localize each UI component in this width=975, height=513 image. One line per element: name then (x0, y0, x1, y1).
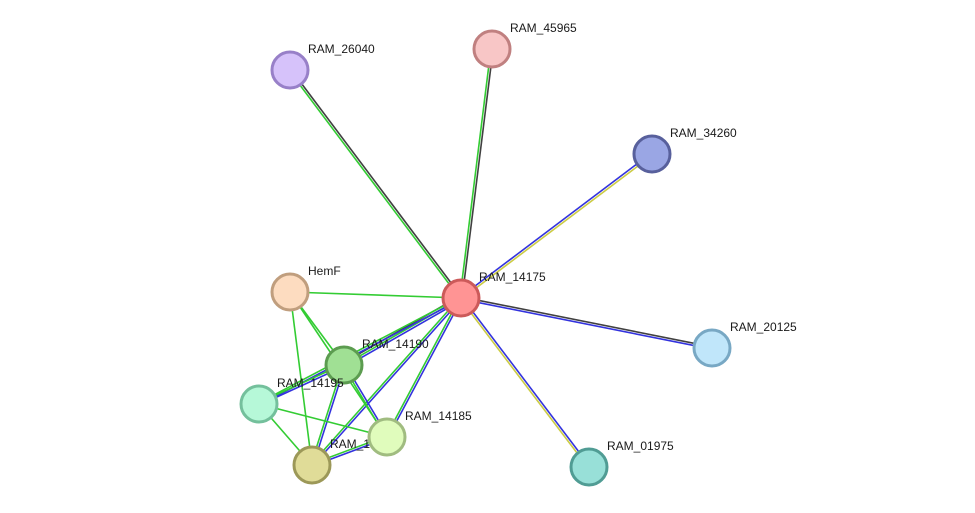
node-RAM_1[interactable]: RAM_1 (292, 437, 370, 485)
node-circle[interactable] (441, 278, 481, 318)
edge-line (312, 298, 463, 467)
node-RAM_20125[interactable]: RAM_20125 (692, 320, 797, 368)
node-label: RAM_14190 (362, 337, 429, 351)
edge-RAM_14175-RAM_1[interactable] (310, 296, 463, 467)
edge-RAM_14175-RAM_45965[interactable] (459, 48, 494, 299)
edge-line (385, 297, 461, 437)
edge-line (290, 68, 463, 298)
node-RAM_14185[interactable]: RAM_14185 (367, 409, 472, 457)
node-circle[interactable] (239, 384, 279, 424)
node-label: RAM_34260 (670, 126, 737, 140)
edge-line (289, 291, 462, 299)
edge-line (258, 403, 388, 438)
edge-RAM_14175-RAM_14185[interactable] (385, 297, 463, 438)
edge-line (258, 296, 461, 404)
node-circle[interactable] (692, 328, 732, 368)
edge-layer (258, 48, 713, 469)
node-RAM_34260[interactable]: RAM_34260 (632, 126, 737, 174)
node-circle[interactable] (292, 445, 332, 485)
node-label: RAM_14175 (479, 270, 546, 284)
node-label: RAM_26040 (308, 42, 375, 56)
node-circle[interactable] (270, 50, 310, 90)
node-RAM_14190[interactable]: RAM_14190 (324, 337, 429, 385)
node-RAM_01975[interactable]: RAM_01975 (569, 439, 674, 487)
edge-RAM_14175-RAM_26040[interactable] (288, 68, 463, 300)
node-layer: RAM_14175 RAM_45965RAM_26040RAM_34260RAM_… (239, 21, 797, 487)
edge-RAM_14175-HemF[interactable] (289, 291, 462, 299)
edge-RAM_14175-RAM_34260[interactable] (459, 152, 654, 300)
node-circle[interactable] (632, 134, 672, 174)
node-circle[interactable] (324, 345, 364, 385)
node-label: RAM_45965 (510, 21, 577, 35)
node-RAM_14175[interactable]: RAM_14175 (441, 270, 546, 318)
edge-line (459, 48, 492, 298)
edge-line (310, 296, 461, 465)
edge-line (459, 298, 589, 469)
node-label: HemF (308, 264, 341, 278)
edge-line (387, 298, 463, 438)
node-RAM_14195[interactable]: RAM_14195 (239, 376, 344, 424)
edge-RAM_14175-RAM_20125[interactable] (460, 296, 713, 350)
node-circle[interactable] (367, 417, 407, 457)
edge-line (288, 70, 461, 300)
node-circle[interactable] (569, 447, 609, 487)
node-circle[interactable] (472, 29, 512, 69)
edge-RAM_14175-RAM_01975[interactable] (459, 296, 591, 469)
edge-line (289, 291, 313, 466)
node-label: RAM_01975 (607, 439, 674, 453)
node-label: RAM_20125 (730, 320, 797, 334)
node-RAM_45965[interactable]: RAM_45965 (472, 21, 577, 69)
node-HemF[interactable]: HemF (270, 264, 341, 312)
edge-line (461, 49, 494, 299)
edge-HemF-RAM_1[interactable] (289, 291, 313, 466)
node-label: RAM_14185 (405, 409, 472, 423)
edge-line (344, 299, 463, 368)
edge-line (461, 154, 654, 300)
edge-line (461, 296, 591, 467)
node-label: RAM_14195 (277, 376, 344, 390)
node-RAM_26040[interactable]: RAM_26040 (270, 42, 375, 90)
node-label: RAM_1 (330, 437, 370, 451)
node-circle[interactable] (270, 272, 310, 312)
edge-RAM_14195-RAM_14185[interactable] (258, 403, 388, 438)
edge-line (459, 152, 652, 298)
edge-line (461, 296, 713, 348)
edge-line (460, 298, 712, 350)
